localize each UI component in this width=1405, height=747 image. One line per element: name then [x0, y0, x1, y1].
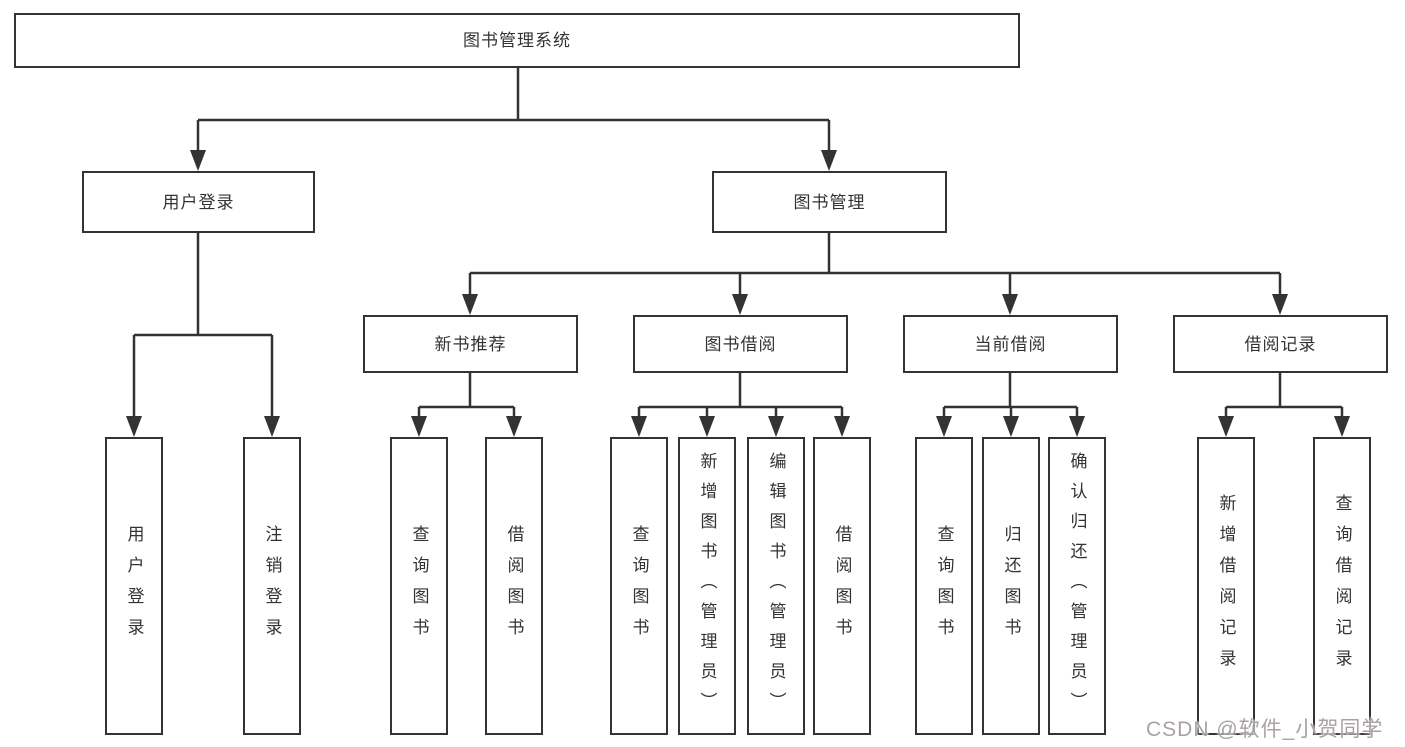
connector-current [942, 373, 1079, 416]
node-borrow-query-books: 查询图书 [610, 437, 668, 735]
csdn-watermark: CSDN @软件_小贺同学 [1146, 718, 1384, 741]
connector-recommend [417, 373, 516, 416]
node-current-return-books: 归还图书 [982, 437, 1040, 735]
connector-borrow [637, 373, 844, 416]
node-current-query-books: 查询图书 [915, 437, 973, 735]
connector-root [196, 68, 831, 150]
node-current-borrow: 当前借阅 [903, 315, 1118, 373]
node-current-confirm-return-admin: 确认归还（管理员） [1048, 437, 1106, 735]
node-login: 用户登录 [105, 437, 163, 735]
node-recommend-query-books: 查询图书 [390, 437, 448, 735]
node-book-management: 图书管理 [712, 171, 947, 233]
arrowheads [126, 150, 1350, 437]
node-borrow-records: 借阅记录 [1173, 315, 1388, 373]
node-borrow-borrow-books: 借阅图书 [813, 437, 871, 735]
node-logout: 注销登录 [243, 437, 301, 735]
connector-records [1224, 373, 1344, 416]
node-new-book-recommend: 新书推荐 [363, 315, 578, 373]
node-library-management-system: 图书管理系统 [14, 13, 1020, 68]
connector-book-mgmt [468, 233, 1282, 294]
node-borrow-add-books-admin: 新增图书（管理员） [678, 437, 736, 735]
node-records-query-record: 查询借阅记录 [1313, 437, 1371, 735]
node-user-login: 用户登录 [82, 171, 315, 233]
node-borrow-edit-books-admin: 编辑图书（管理员） [747, 437, 805, 735]
node-records-add-record: 新增借阅记录 [1197, 437, 1255, 735]
connector-user-login [132, 233, 274, 416]
node-book-borrow: 图书借阅 [633, 315, 848, 373]
node-recommend-borrow-books: 借阅图书 [485, 437, 543, 735]
